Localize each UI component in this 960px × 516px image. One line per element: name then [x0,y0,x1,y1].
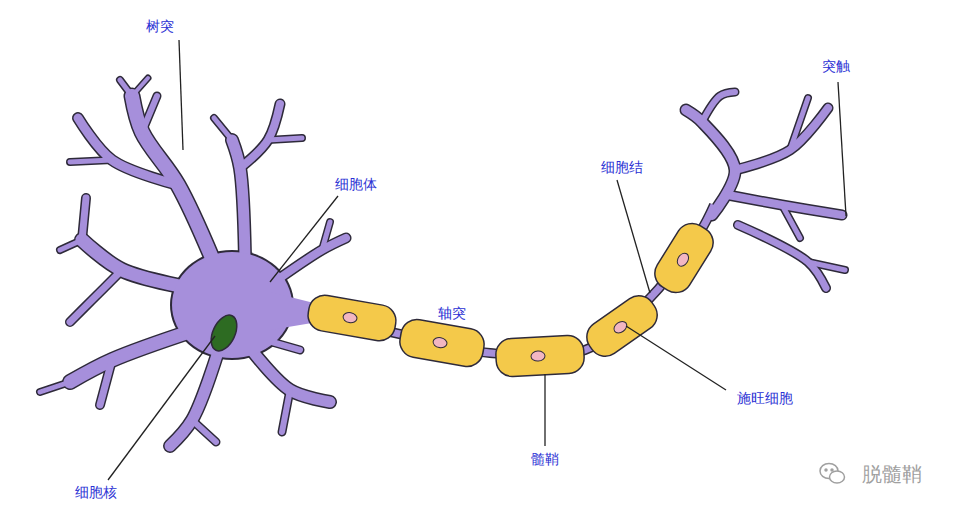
dendrite-branch [70,330,195,382]
schwann-nucleus [342,312,358,324]
dendrite-branch [782,205,800,238]
dendrite-branch [60,240,82,250]
dendrite-branch [735,108,828,170]
leader-line [838,82,846,216]
neuron-outline [40,78,845,446]
leader-line [179,40,183,150]
schwann-cell [397,317,486,369]
schwann-cell [495,335,585,378]
dendrite-branch [808,262,845,270]
schwann-nucleus [612,319,629,335]
dendrite-branch [132,78,148,96]
leader-line [626,326,726,390]
dendrite-branch [790,98,808,150]
axon [300,205,714,356]
dendrite-branch [100,360,112,405]
schwann-nucleus [432,337,448,349]
dendrite-branch [232,140,245,258]
myelin-sheath [306,217,720,377]
myelin-segment [649,217,719,298]
wechat-dot [825,469,827,471]
leader-line [270,196,338,282]
part-label: 轴突 [438,305,466,322]
dendrite-branch [70,160,112,162]
dendrite-branch [240,104,280,168]
dendrite-branch [142,96,157,132]
dendrite-branch [82,198,86,240]
myelin-segment [397,317,486,369]
part-label: 细胞核 [75,484,117,501]
schwann-cell [306,293,399,344]
dendrite-branch [214,118,232,140]
dendrite-branch [192,420,216,442]
part-label: 细胞体 [335,176,377,193]
dendrite-branch [268,138,302,140]
dendrite-branch [40,382,70,392]
dendrite-branch [702,92,735,122]
wechat-bubble [830,471,845,483]
neuron-body [40,78,845,446]
part-label: 树突 [146,18,174,35]
dendrite-branch [70,270,122,322]
axon [300,205,714,356]
schwann-nucleus [531,351,546,362]
dendrite-branch [686,110,735,215]
leader-line [544,374,545,446]
myelin-segment [495,335,585,378]
dendrite-branch [132,78,148,96]
dendrite-branch [120,80,132,96]
schwann-cell [581,289,664,362]
myelin-segment [581,289,664,362]
dendrite-branch [70,160,112,162]
part-label: 细胞结 [601,159,643,176]
part-label: 髓鞘 [531,451,559,468]
dendrite-branch [268,138,302,140]
nucleus [206,311,242,355]
myelin-segment [306,293,399,344]
dendrite-branch [282,390,290,432]
leader-line [617,180,650,293]
dendrite-branch [322,222,330,250]
dendrite-branch [142,96,157,132]
leader-line [108,336,215,480]
schwann-nucleus [675,251,691,268]
dendrite-branch [70,270,122,322]
dendrite-branch [214,118,232,140]
dendrite-branch [40,382,70,392]
dendrite-branch [735,108,828,170]
part-label: 突触 [822,58,850,75]
dendrite-branch [82,198,86,240]
dendrite-branch [240,104,280,168]
watermark: 脱髓鞘 [862,462,922,486]
dendrite-branch [170,352,218,446]
leader-lines [108,40,846,480]
wechat-icon [820,464,845,484]
dendrite-branch [282,390,290,432]
wechat-dot [831,469,833,471]
part-label: 施旺细胞 [737,390,793,407]
schwann-cell [649,217,719,298]
dendrite-branch [70,330,195,382]
dendrite-branch [170,352,218,446]
dendrite-branch [192,420,216,442]
dendrite-branch [686,110,735,215]
dendrite-branch [702,92,735,122]
dendrite-branch [232,140,245,258]
dendrite-branch [738,225,826,288]
dendrite-branch [738,225,826,288]
dendrite-branch [78,118,178,185]
